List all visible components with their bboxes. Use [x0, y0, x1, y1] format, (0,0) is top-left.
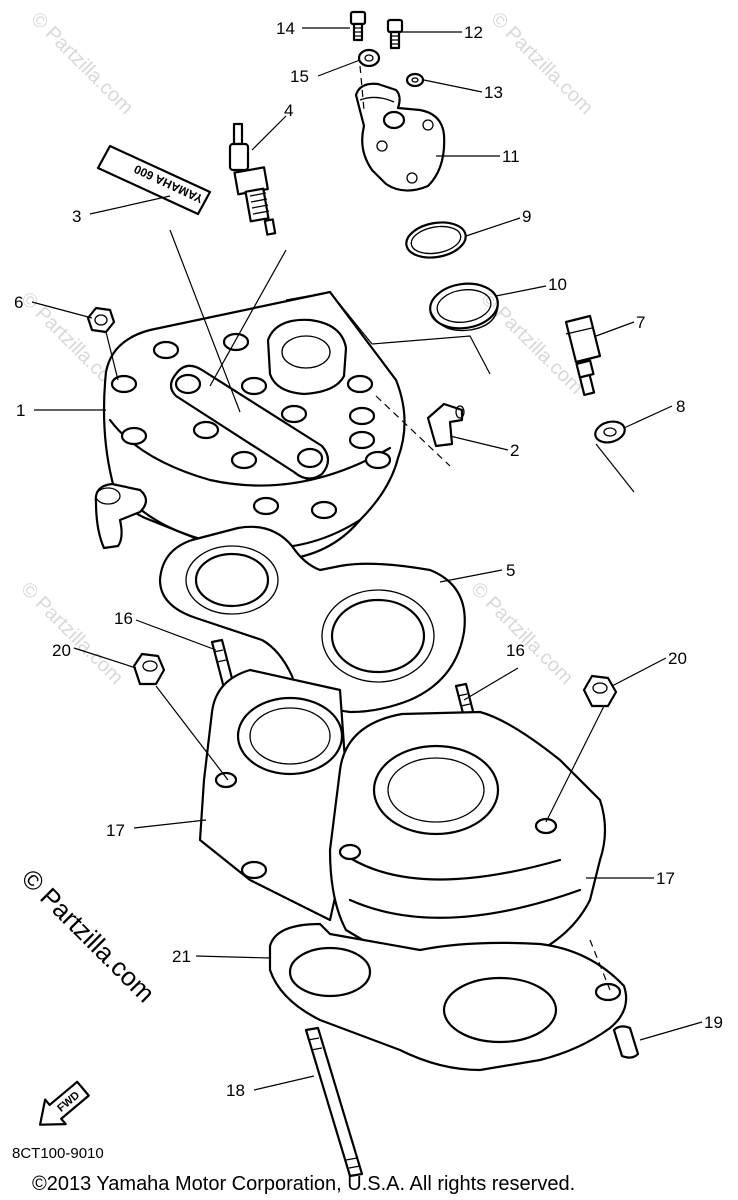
callout-13: 13 — [484, 83, 503, 102]
part-5-head-gasket — [158, 525, 466, 714]
watermark-text: © Partzilla.com — [16, 578, 127, 689]
callout-7: 7 — [636, 313, 645, 332]
callout-1: 1 — [16, 401, 25, 420]
callout-2: 2 — [510, 441, 519, 460]
part-11-thermostat-cover — [354, 82, 446, 192]
callout-17: 17 — [106, 821, 125, 840]
part-4-spark-plug — [228, 122, 277, 236]
part-6-nut — [86, 306, 116, 334]
assembly-lines — [105, 65, 635, 991]
partzilla-watermark: © Partzilla.com — [16, 863, 161, 1008]
part-13-seal — [405, 72, 425, 88]
callout-6: 6 — [14, 293, 23, 312]
callout-21: 21 — [172, 947, 191, 966]
part-17-cylinder-right — [328, 710, 607, 984]
callout-5: 5 — [506, 561, 515, 580]
callout-9: 9 — [522, 207, 531, 226]
part-17-cylinder-left — [198, 668, 352, 922]
part-2-fitting — [426, 402, 465, 448]
callout-19: 19 — [704, 1013, 723, 1032]
callout-3: 3 — [72, 207, 81, 226]
fwd-arrow: FWD — [38, 1080, 90, 1126]
callout-4: 4 — [284, 101, 293, 120]
callout-16: 16 — [506, 641, 525, 660]
callout-11: 11 — [502, 147, 520, 166]
watermark-text: © Partzilla.com — [486, 8, 597, 119]
part-8-washer — [594, 420, 626, 444]
watermark-text: © Partzilla.com — [466, 578, 577, 689]
part-3-decal: YAMAHA 600 — [96, 144, 212, 216]
callout-18: 18 — [226, 1081, 245, 1100]
callout-8: 8 — [676, 397, 685, 416]
callout-12: 12 — [464, 23, 483, 42]
part-9-o-ring — [405, 221, 467, 259]
callout-10: 10 — [548, 275, 567, 294]
callout-16: 16 — [114, 609, 133, 628]
part-21-base-gasket — [268, 922, 628, 1072]
part-7-temp-sensor — [564, 314, 602, 397]
part-12-bolt — [386, 18, 404, 50]
watermark-text: © Partzilla.com — [26, 8, 137, 119]
part-15-washer — [357, 48, 381, 68]
callout-20: 20 — [52, 641, 71, 660]
part-19-dowel — [612, 1025, 640, 1059]
callout-leaders — [31, 27, 703, 1091]
part-10-gasket — [429, 282, 499, 332]
part-20-nut — [582, 674, 618, 708]
diagram-code: 8CT100-9010 — [12, 1145, 104, 1162]
part-14-bolt — [349, 10, 367, 42]
copyright-notice: ©2013 Yamaha Motor Corporation, U.S.A. A… — [32, 1173, 575, 1195]
callout-14: 14 — [276, 19, 295, 38]
part-20-nut — [132, 652, 166, 686]
callout-20: 20 — [668, 649, 687, 668]
callout-15: 15 — [290, 67, 309, 86]
callout-17: 17 — [656, 869, 675, 888]
part-18-stud — [304, 1026, 364, 1178]
part-1-cylinder-head — [94, 290, 406, 562]
callout-labels: 14 12 15 13 4 11 3 9 10 6 7 1 8 2 5 16 2… — [14, 19, 723, 1100]
